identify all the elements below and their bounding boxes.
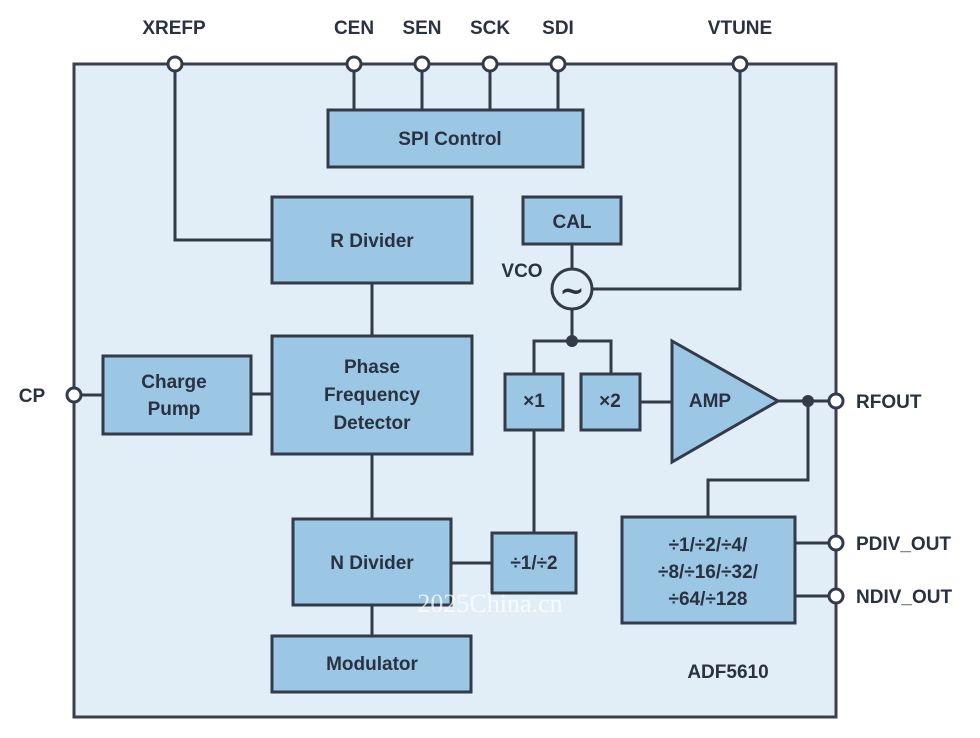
x2-multiplier-block: ×2 [579,372,642,432]
output-divider-label-line2: ÷8/÷16/÷32/ [658,562,759,583]
amp-label: AMP [689,391,732,412]
rfout-junction-dot [802,395,814,407]
x2-label: ×2 [599,391,621,412]
pin-label-sck: SCK [470,18,510,39]
pin-label-sen: SEN [402,18,441,39]
pfd-label-line1: Phase [344,357,400,378]
charge-pump-block: Charge Pump [101,354,253,436]
sine-wave-icon: ~ [559,274,584,309]
modulator-label: Modulator [326,654,418,675]
vco-block: VCO ~ [501,261,594,311]
pin-vtune [731,55,749,73]
pin-sen [413,55,431,73]
x1-multiplier-block: ×1 [503,372,565,432]
amp-block: AMP [670,338,782,465]
div12-label: ÷1/÷2 [510,553,557,574]
vco-junction-dot [566,335,578,347]
spi-control-block: SPI Control [326,108,585,169]
pfd-label-line3: Detector [333,413,411,434]
amplifier-triangle-icon [670,338,782,465]
pin-xrefp [166,55,184,73]
pin-labels: XREFP CEN SEN SCK SDI VTUNE CP RFOUT PDI… [19,18,953,608]
output-divider-block: ÷1/÷2/÷4/ ÷8/÷16/÷32/ ÷64/÷128 [620,515,797,625]
output-divider-label-line1: ÷1/÷2/÷4/ [669,535,749,556]
pin-ndiv-out [827,587,845,605]
div12-block: ÷1/÷2 [490,531,578,595]
charge-pump-label-line1: Charge [141,372,206,393]
pin-rfout [827,392,845,410]
pin-label-pdiv-out: PDIV_OUT [856,534,951,555]
spi-control-label: SPI Control [398,129,501,150]
pfd-block: Phase Frequency Detector [270,334,474,456]
watermark: 2025China.cn [417,589,562,618]
pin-label-xrefp: XREFP [142,18,206,39]
pfd-label-line2: Frequency [324,385,421,406]
part-number-label: ADF5610 [687,662,768,683]
pin-sdi [549,55,567,73]
n-divider-label: N Divider [330,553,414,574]
output-divider-label-line3: ÷64/÷128 [669,589,748,610]
pin-label-sdi: SDI [542,18,574,39]
wire-amp-outdivider [706,401,810,517]
x1-label: ×1 [523,391,545,412]
pin-cp [65,386,83,404]
pin-label-cp: CP [19,386,46,407]
pin-pdiv-out [827,534,845,552]
pin-label-vtune: VTUNE [708,18,772,39]
pin-label-rfout: RFOUT [856,392,922,413]
r-divider-label: R Divider [330,231,414,252]
cal-label: CAL [552,212,591,233]
pin-label-ndiv-out: NDIV_OUT [856,587,952,608]
n-divider-block: N Divider [291,517,453,607]
r-divider-block: R Divider [270,195,474,285]
cal-block: CAL [521,195,623,246]
pins [65,55,845,605]
wire-xrefp-rdivider [173,64,272,242]
modulator-block: Modulator [270,634,473,694]
wire-vtune-vco [592,64,742,291]
pin-cen [345,55,363,73]
wires [74,64,836,636]
pin-label-cen: CEN [334,18,374,39]
vco-oscillator-icon [550,267,594,311]
charge-pump-label-line2: Pump [148,399,201,420]
pin-sck [481,55,499,73]
vco-label: VCO [501,261,542,282]
